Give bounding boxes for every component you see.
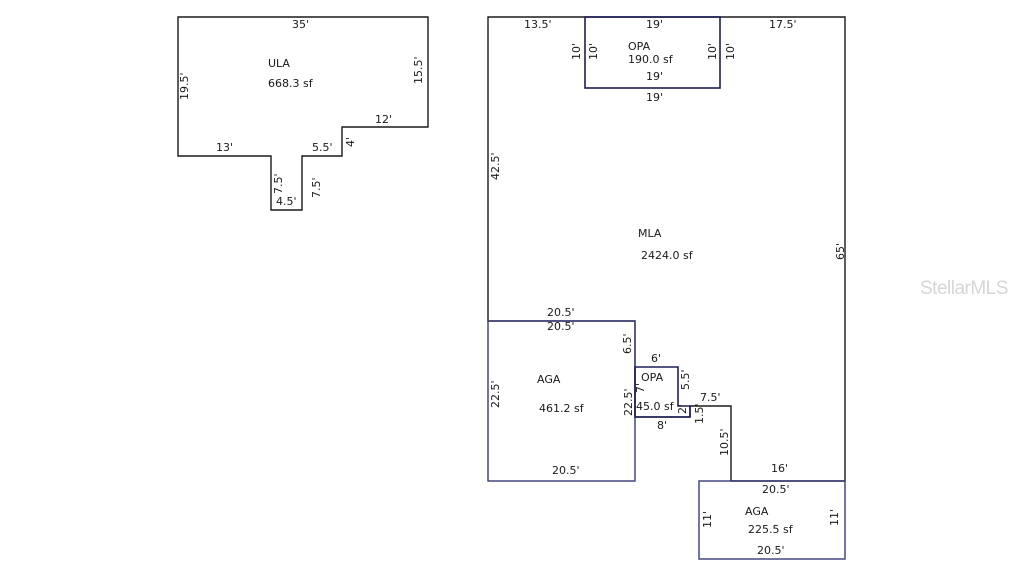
aga-bottom-size: 225.5 sf [748,523,794,536]
dim-opa-right-outer: 10' [724,43,737,60]
dim-mla-top-left: 13.5' [524,18,552,31]
aga-bottom-outline [698,480,846,560]
dim-mla-right: 65' [834,243,847,260]
dim-step-v: 1.5' [693,403,706,424]
opa-top-outline [584,16,721,89]
dim-aga2-top: 20.5' [762,483,790,496]
dim-ula-step: 12' [375,113,392,126]
dim-opa-small-left: 7' [634,383,647,393]
watermark-text: StellarMLS [920,278,1008,299]
mla-name: MLA [638,227,662,240]
aga-left-outline [487,320,636,482]
dim-mla-bottom: 16' [771,462,788,475]
dim-opa-small-inner: 2' [676,404,689,414]
dim-opa-bottom-outer: 19' [646,91,663,104]
dim-opa-top-inner: 19' [646,18,663,31]
dim-opa-small-top: 6' [651,352,661,365]
dim-ula-notch-right-h: 5.5' [312,141,333,154]
dim-aga2-bottom: 20.5' [757,544,785,557]
dim-aga2-left: 11' [701,511,714,528]
dim-aga-top-outer: 20.5' [547,306,575,319]
dim-opa-small-bottom: 8' [657,419,667,432]
dim-mla-left: 42.5' [489,152,502,180]
dim-aga-step-v: 6.5' [621,333,634,354]
aga-left-name: AGA [537,373,561,386]
dim-ula-top: 35' [292,18,309,31]
dim-aga-bottom: 20.5' [552,464,580,477]
ula-outline [177,16,429,211]
dim-opa-left-inner: 10' [587,43,600,60]
opa-top-name: OPA [628,40,651,53]
dim-step-h: 7.5' [700,391,721,404]
mla-size: 2424.0 sf [641,249,694,262]
opa-small-size: 45.0 sf [636,400,675,413]
dim-aga-top-inner: 20.5' [547,320,575,333]
dim-opa-small-right: 5.5' [679,369,692,390]
dim-ula-notch-bottom: 4.5' [276,195,297,208]
dim-opa-right-inner: 10' [706,43,719,60]
dim-aga-left: 22.5' [489,380,502,408]
dim-ula-notch-right: 7.5' [310,177,323,198]
opa-small-outline [634,366,691,418]
dim-opa-bottom-inner: 19' [646,70,663,83]
dim-opa-left-outer: 10' [570,43,583,60]
dim-ula-notch-left: 7.5' [272,173,285,194]
dim-mla-top-right: 17.5' [769,18,797,31]
dim-aga-right: 22.5' [622,388,635,416]
dim-ula-bottom-left: 13' [216,141,233,154]
ula-size: 668.3 sf [268,77,314,90]
opa-small-name: OPA [641,371,664,384]
dim-ula-right: 15.5' [412,56,425,84]
dim-mla-lower-left: 10.5' [718,428,731,456]
dim-aga2-right: 11' [828,509,841,526]
dim-ula-step-v: 4' [344,137,357,147]
aga-bottom-name: AGA [745,505,769,518]
aga-left-size: 461.2 sf [539,402,585,415]
dim-ula-left: 19.5' [178,72,191,100]
ula-name: ULA [268,57,290,70]
opa-top-size: 190.0 sf [628,53,674,66]
